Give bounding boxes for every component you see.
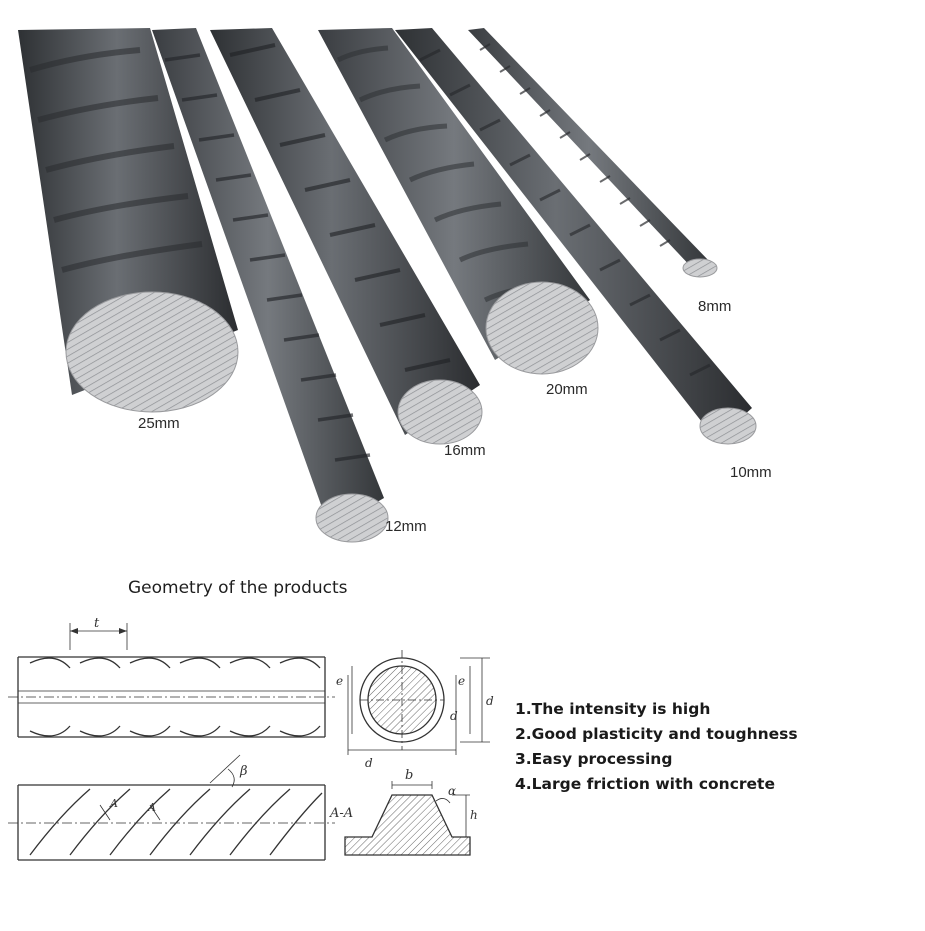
- dim-t: t: [94, 616, 100, 631]
- section-mark-a2: A: [147, 801, 156, 814]
- rebar-12mm: [152, 28, 389, 543]
- dim-h: h: [470, 808, 478, 822]
- bar-side-view-top: [8, 623, 335, 738]
- rebar-photo: [18, 28, 757, 543]
- label-25mm: 25mm: [138, 415, 180, 432]
- feature-item: 3.Easy processing: [515, 750, 673, 768]
- geometry-diagram: t β A A e e d d d A-A b α h: [8, 616, 494, 861]
- dim-b: b: [405, 768, 413, 783]
- dim-d-inner: d: [450, 709, 458, 723]
- geometry-heading: Geometry of the products: [128, 578, 348, 598]
- rebar-25mm: [18, 28, 239, 413]
- rebar-10mm: [395, 28, 757, 445]
- dim-e1-left: e: [336, 674, 343, 688]
- feature-item: 4.Large friction with concrete: [515, 775, 775, 793]
- label-16mm: 16mm: [444, 442, 486, 459]
- dim-d2: d: [365, 756, 373, 770]
- angle-beta: β: [239, 764, 248, 779]
- rebar-16mm: [210, 28, 483, 445]
- dim-e1-right: e: [458, 674, 465, 688]
- label-12mm: 12mm: [385, 518, 427, 535]
- feature-list: 1.The intensity is high 2.Good plasticit…: [515, 697, 798, 797]
- label-10mm: 10mm: [730, 464, 772, 481]
- bar-side-view-bottom: [8, 754, 335, 861]
- label-20mm: 20mm: [546, 381, 588, 398]
- rebar-20mm: [318, 28, 599, 375]
- rib-section-profile: [344, 781, 471, 856]
- section-label-aa: A-A: [329, 806, 353, 821]
- rebar-8mm: [468, 28, 718, 278]
- angle-alpha: α: [448, 784, 456, 798]
- label-8mm: 8mm: [698, 298, 732, 315]
- feature-item: 2.Good plasticity and toughness: [515, 725, 798, 743]
- feature-item: 1.The intensity is high: [515, 700, 711, 718]
- dim-d1: d: [486, 694, 494, 708]
- section-mark-a1: A: [109, 797, 118, 810]
- bar-cross-section: [347, 650, 490, 755]
